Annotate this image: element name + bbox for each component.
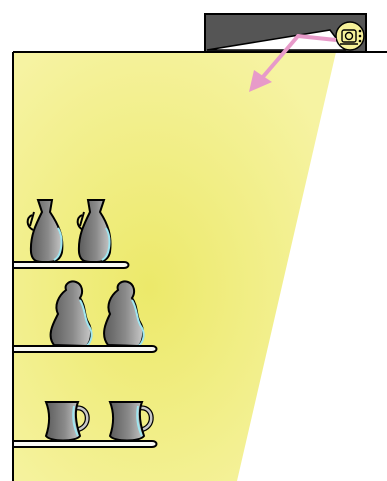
- figurine-2: [103, 280, 145, 348]
- ceiling-fixture: [204, 13, 367, 53]
- shelf-board-1: [12, 261, 130, 269]
- figurine-1: [49, 280, 93, 348]
- shelf-1: [12, 199, 130, 269]
- light-beam: [13, 52, 336, 481]
- shelf-3: [12, 401, 158, 448]
- shelf-2: [12, 280, 158, 353]
- spotlight-icon: [335, 21, 365, 51]
- arrow-icon: [249, 34, 337, 92]
- shelf-board-3: [12, 440, 158, 448]
- shelf-board-2: [12, 345, 158, 353]
- mug-2: [108, 401, 154, 442]
